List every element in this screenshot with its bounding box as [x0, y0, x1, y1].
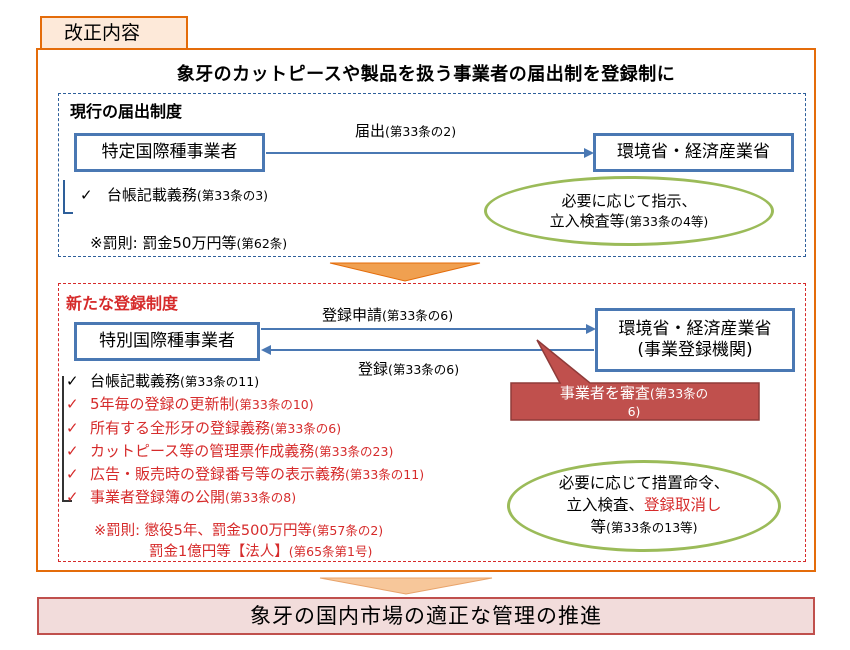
new-penalty-text1: ※罰則: 懲役5年、罰金500万円等: [94, 523, 313, 539]
new-duty-text: 事業者登録簿の公開: [90, 488, 226, 507]
new-penalty-line1: ※罰則: 懲役5年、罰金500万円等(第57条の2): [94, 519, 383, 540]
apply-note: (第33条の6): [382, 308, 454, 323]
new-duty-text: 台帳記載義務: [90, 372, 181, 390]
current-penalty-note: (第62条): [236, 236, 288, 251]
current-authority-text: 立入検査等: [549, 212, 625, 230]
new-business-label: 特別国際種事業者: [99, 330, 235, 351]
apply-label: 登録申請(第33条の6): [322, 304, 453, 325]
current-business-entity: 特定国際種事業者: [74, 133, 265, 172]
notification-note: (第33条の2): [385, 124, 457, 139]
current-duty-bracket: [63, 180, 73, 214]
new-duty-text: 広告・販売時の登録番号等の表示義務: [90, 465, 346, 484]
new-authority-line1: 必要に応じて措置命令、: [558, 474, 730, 493]
new-penalty-note1: (第57条の2): [312, 523, 384, 538]
new-business-entity: 特別国際種事業者: [74, 322, 260, 361]
new-duty-item: ✓ 広告・販売時の登録番号等の表示義務(第33条の11): [66, 463, 424, 486]
new-system-title: 新たな登録制度: [66, 294, 179, 313]
notification-text: 届出: [355, 122, 386, 140]
current-system-title: 現行の届出制度: [70, 102, 183, 121]
register-note: (第33条の6): [388, 362, 460, 377]
new-duty-note: (第33条の11): [180, 374, 260, 389]
register-text: 登録: [358, 360, 389, 378]
review-callout-note-cont: 6): [627, 404, 641, 419]
new-penalty-line2: 罰金1億円等【法人】(第65条第1号): [149, 540, 372, 561]
new-system-box: [58, 283, 806, 562]
check-icon: ✓: [66, 488, 79, 507]
new-duty-item: ✓ 台帳記載義務(第33条の11): [66, 370, 424, 393]
new-duty-note: (第33条の10): [234, 397, 314, 413]
new-duty-text: 5年毎の登録の更新制: [90, 395, 235, 414]
current-authority-note: (第33条の4等): [624, 214, 709, 229]
tab-label: 改正内容: [64, 22, 141, 44]
new-duty-text: 所有する全形牙の登録義務: [90, 418, 271, 437]
new-duty-item: ✓ カットピース等の管理票作成義務(第33条の23): [66, 440, 424, 463]
result-arrow: [319, 577, 493, 595]
check-icon: ✓: [66, 372, 79, 390]
new-duty-text: カットピース等の管理票作成義務: [90, 441, 315, 460]
notification-label: 届出(第33条の2): [355, 120, 456, 141]
new-authority-line3: 等(第33条の13等): [590, 517, 697, 539]
review-callout-text: 事業者を審査: [559, 384, 650, 402]
new-ministry-label: 環境省・経済産業省: [618, 318, 772, 339]
new-duty-note: (第33条の6): [270, 420, 342, 436]
new-authority-line2: 立入検査、登録取消し: [566, 495, 721, 517]
new-duty-note: (第33条の23): [314, 443, 394, 459]
check-icon: ✓: [66, 395, 79, 414]
new-duty-item: ✓ 5年毎の登録の更新制(第33条の10): [66, 393, 424, 416]
new-duty-item: ✓ 所有する全形牙の登録義務(第33条の6): [66, 417, 424, 440]
new-duty-item: ✓ 事業者登録簿の公開(第33条の8): [66, 486, 424, 509]
review-callout: 事業者を審査(第33条の 6): [509, 384, 759, 421]
new-duty-list: ✓台帳記載義務(第33条の11)✓5年毎の登録の更新制(第33条の10)✓所有す…: [66, 370, 424, 510]
check-icon: ✓: [66, 418, 79, 437]
new-penalty-text2: 罰金1億円等【法人】: [149, 544, 289, 560]
current-authority-ellipse: 必要に応じて指示、 立入検査等(第33条の4等): [484, 176, 774, 246]
new-duty-bracket: [62, 376, 72, 502]
new-duty-note: (第33条の8): [225, 490, 297, 506]
current-duty-note: (第33条の3): [196, 188, 269, 203]
new-duty-note: (第33条の11): [345, 467, 425, 483]
new-authority-ellipse: 必要に応じて措置命令、 立入検査、登録取消し 等(第33条の13等): [507, 460, 781, 552]
result-banner: 象牙の国内市場の適正な管理の推進: [37, 597, 815, 635]
current-ministry-label: 環境省・経済産業省: [617, 141, 770, 162]
current-system-box: [58, 93, 806, 257]
new-authority-text2a: 立入検査、: [566, 496, 644, 515]
current-authority-line2: 立入検査等(第33条の4等): [550, 211, 709, 231]
new-ministry-sublabel: (事業登録機関): [637, 340, 753, 360]
review-callout-note: (第33条の: [649, 386, 709, 401]
current-ministry-entity: 環境省・経済産業省: [593, 133, 794, 172]
check-icon: ✓: [66, 465, 79, 484]
current-authority-line1: 必要に応じて指示、: [561, 191, 697, 210]
revision-heading: 象牙のカットピースや製品を扱う事業者の届出制を登録制に: [176, 64, 676, 85]
new-authority-note: (第33条の13等): [605, 519, 698, 535]
new-authority-text3: 等: [590, 517, 606, 536]
check-icon: ✓: [80, 186, 93, 204]
current-penalty: ※罰則: 罰金50万円等(第62条): [90, 232, 287, 253]
new-ministry-entity: 環境省・経済産業省 (事業登録機関): [595, 308, 795, 372]
register-label: 登録(第33条の6): [358, 358, 459, 379]
revision-panel: [36, 48, 816, 572]
apply-text: 登録申請: [322, 306, 383, 324]
check-icon: ✓: [66, 441, 79, 460]
review-callout-shape: [510, 339, 760, 421]
transition-arrow: [329, 262, 481, 282]
new-penalty-note2: (第65条第1号): [288, 544, 373, 559]
revision-tab: 改正内容: [40, 16, 188, 49]
current-penalty-text: ※罰則: 罰金50万円等: [90, 234, 237, 252]
current-business-label: 特定国際種事業者: [101, 141, 238, 162]
new-authority-revoke: 登録取消し: [644, 496, 722, 515]
current-duty-item: ✓ 台帳記載義務(第33条の3): [80, 184, 268, 205]
current-duty-text: 台帳記載義務: [106, 186, 197, 204]
